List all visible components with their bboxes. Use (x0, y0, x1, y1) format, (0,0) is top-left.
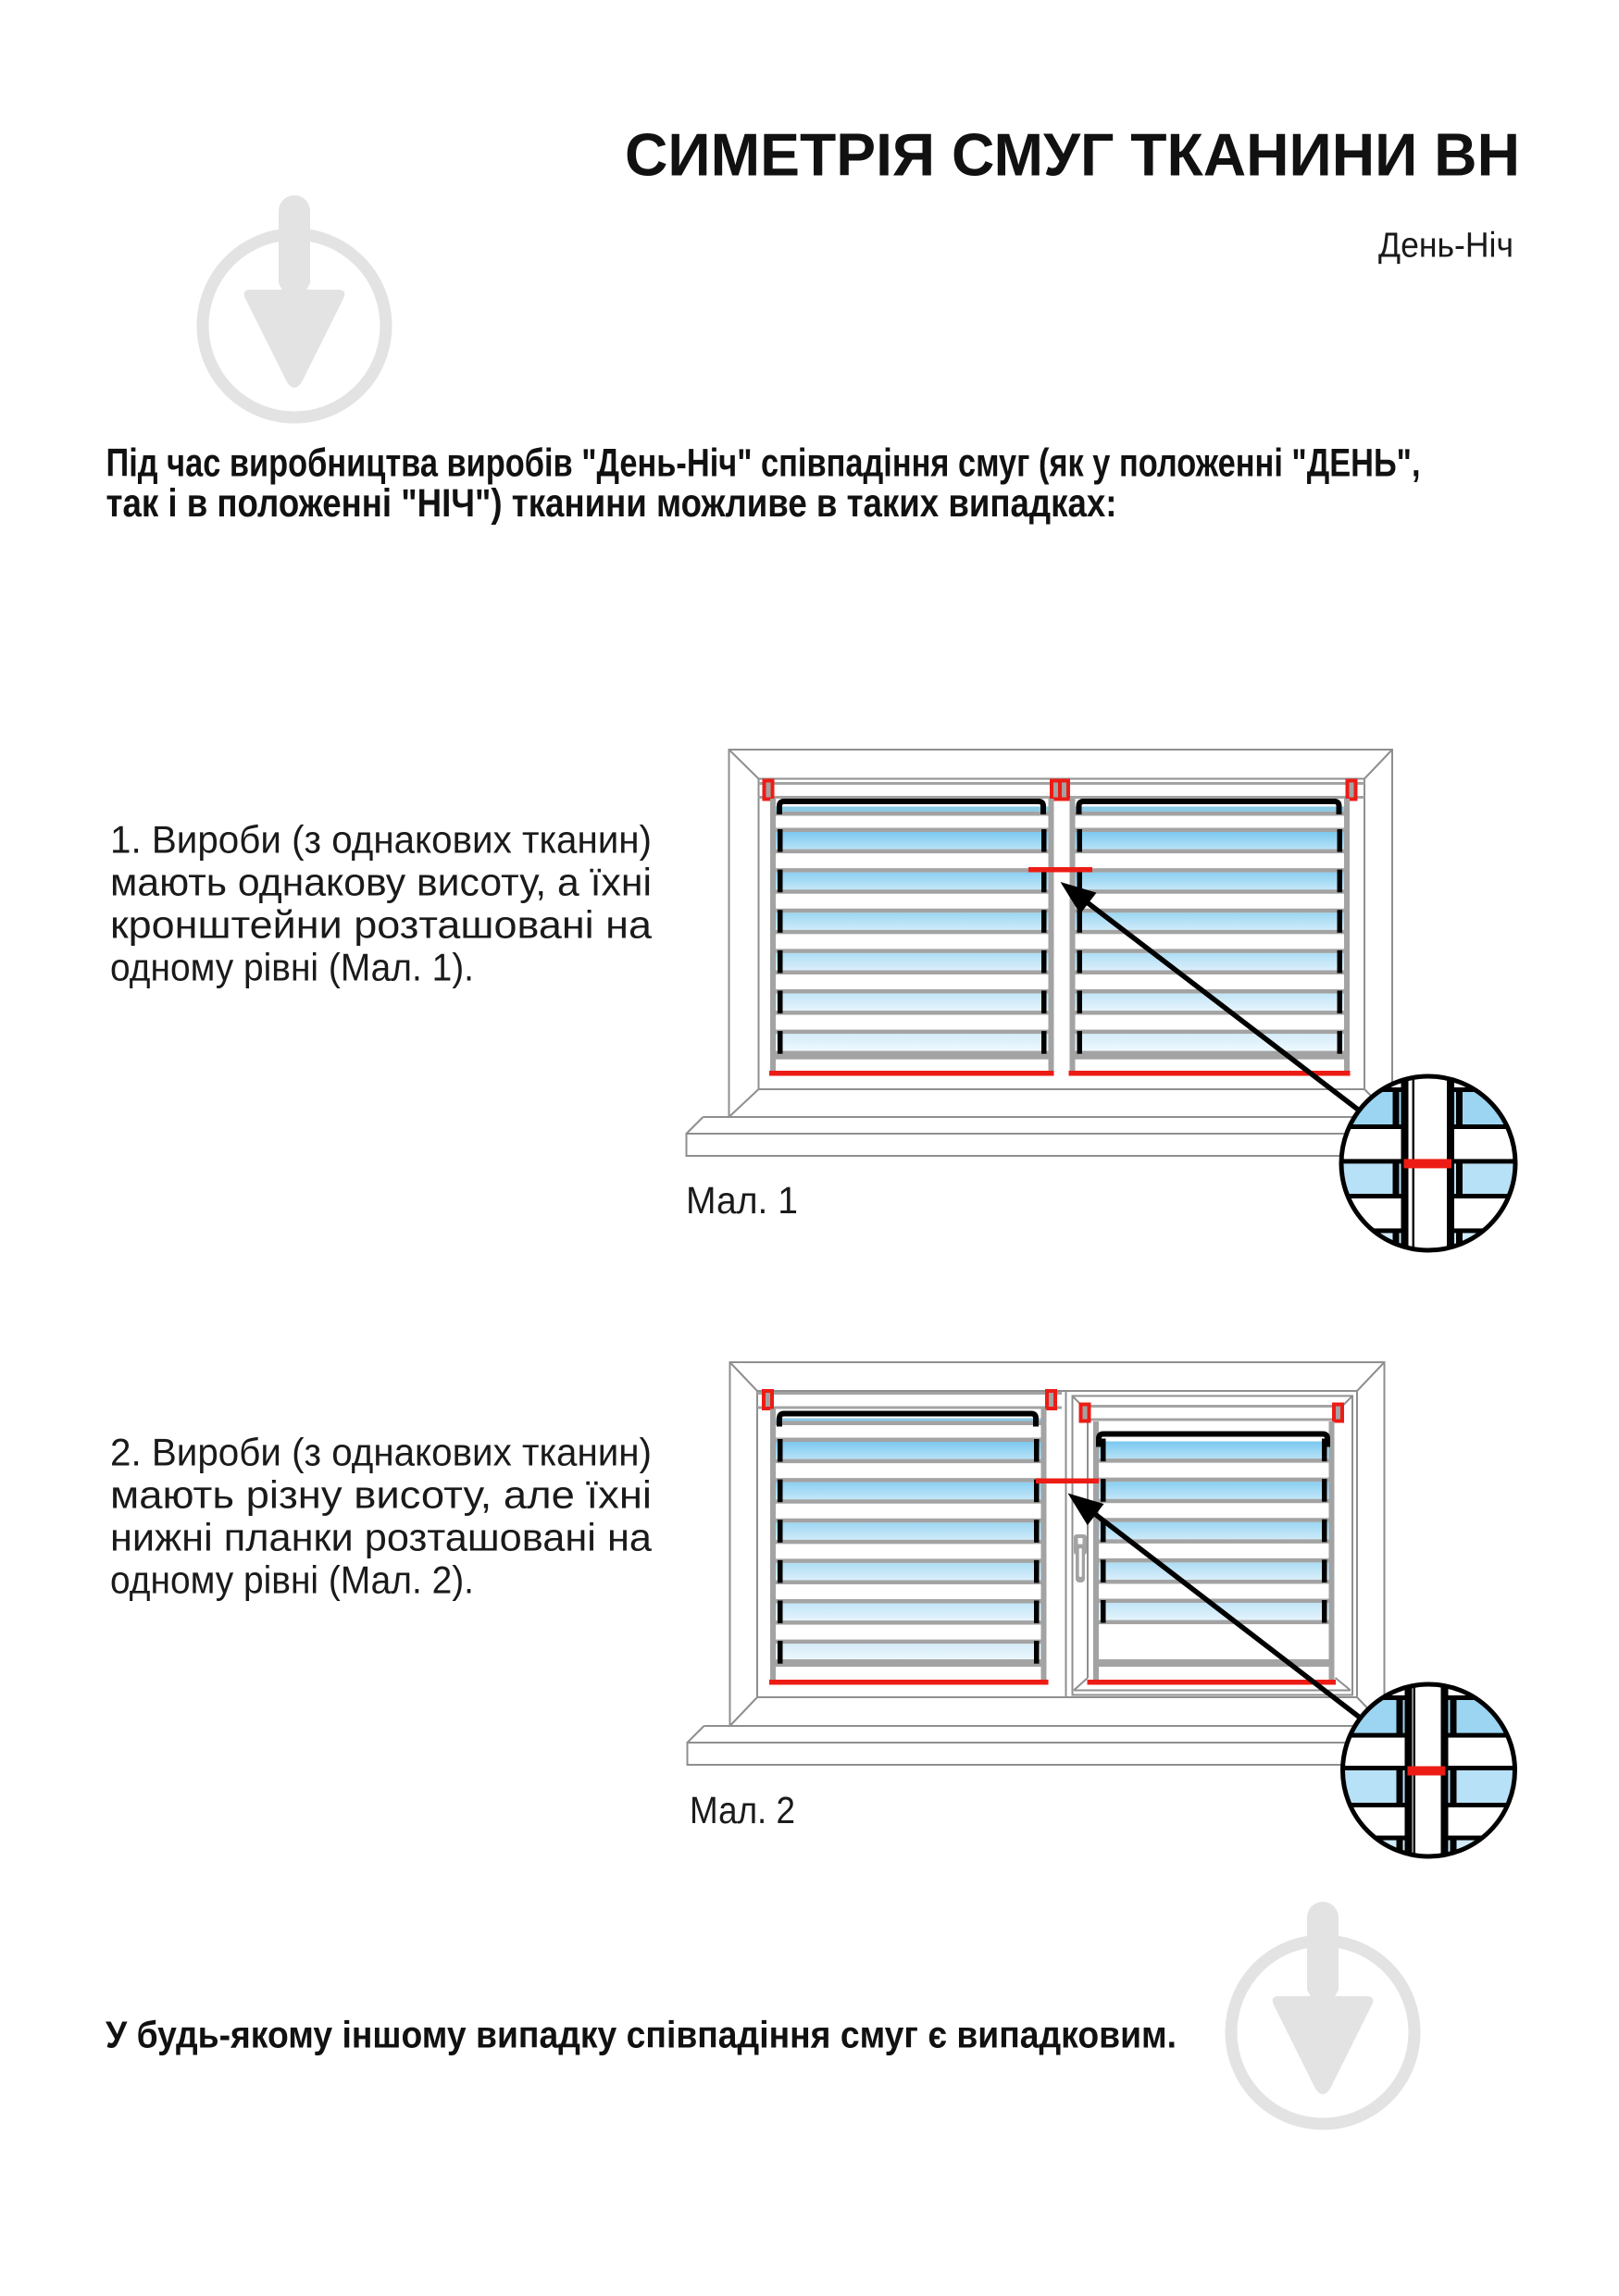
svg-text:СИМЕТРІЯ СМУГ ТКАНИНИ ВН: СИМЕТРІЯ СМУГ ТКАНИНИ ВН (625, 121, 1520, 189)
svg-text:2. Вироби (з однакових тканин): 2. Вироби (з однакових тканин) (110, 1431, 652, 1474)
svg-text:Мал. 2: Мал. 2 (690, 1789, 795, 1831)
svg-text:так і в положенні "НІЧ") ткани: так і в положенні "НІЧ") тканини можливе… (106, 482, 1117, 526)
svg-text:1. Вироби (з однакових тканин): 1. Вироби (з однакових тканин) (110, 818, 652, 862)
svg-text:Мал. 1: Мал. 1 (686, 1179, 798, 1222)
svg-text:одному рівні (Мал. 1).: одному рівні (Мал. 1). (110, 946, 474, 989)
svg-text:одному рівні (Мал. 2).: одному рівні (Мал. 2). (110, 1558, 474, 1602)
svg-text:кронштейни розташовані на: кронштейни розташовані на (110, 903, 653, 947)
svg-text:Під час виробництва виробів "Д: Під час виробництва виробів "День-Ніч" с… (106, 442, 1421, 486)
svg-text:мають різну висоту, але їхні: мають різну висоту, але їхні (110, 1473, 652, 1517)
svg-text:мають однакову висоту, а їхні: мають однакову висоту, а їхні (110, 861, 652, 904)
svg-text:нижні планки розташовані на: нижні планки розташовані на (110, 1516, 653, 1559)
svg-text:У будь-якому іншому випадку сп: У будь-якому іншому випадку співпадіння … (106, 2014, 1177, 2056)
svg-text:День-Ніч: День-Ніч (1378, 227, 1513, 266)
